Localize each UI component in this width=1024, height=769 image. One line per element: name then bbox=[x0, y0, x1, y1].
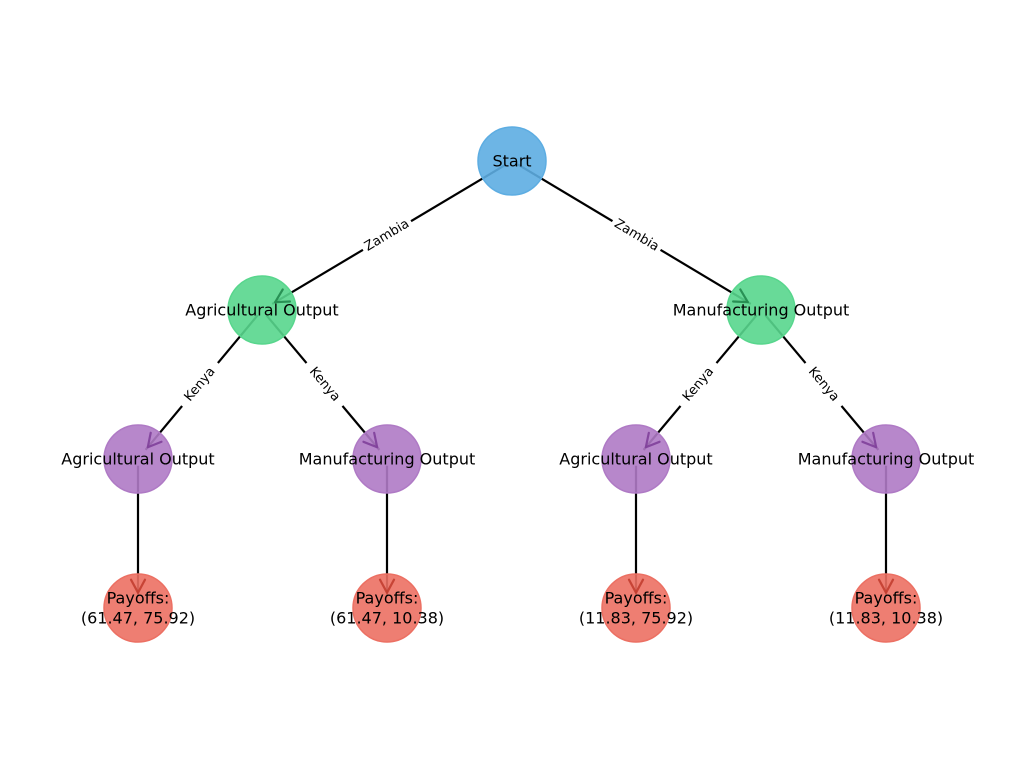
node-label-line2-pay_2: (61.47, 10.38) bbox=[330, 609, 444, 628]
arrow-head bbox=[861, 431, 878, 449]
edge-label-background bbox=[797, 356, 850, 413]
arrow-head bbox=[732, 288, 749, 304]
nodes-layer bbox=[103, 126, 921, 643]
arrow-head bbox=[877, 578, 895, 594]
arrow-head bbox=[129, 578, 147, 594]
arrow-head bbox=[378, 578, 396, 594]
node-label-line1-pay_2: Payoffs: bbox=[356, 589, 419, 608]
node-pay_1 bbox=[103, 573, 173, 643]
edge-label-background bbox=[672, 356, 725, 413]
node-label-k_manu_2: Manufacturing Output bbox=[798, 450, 975, 469]
node-label-line1-pay_1: Payoffs: bbox=[107, 589, 170, 608]
node-label-k_manu_1: Manufacturing Output bbox=[299, 450, 476, 469]
arrow-head bbox=[362, 431, 379, 449]
node-pay_4 bbox=[851, 573, 921, 643]
node-label-start: Start bbox=[492, 152, 531, 171]
edge-label-background bbox=[174, 356, 226, 413]
node-start bbox=[477, 126, 547, 196]
node-k_manu_1 bbox=[352, 424, 422, 494]
node-label-line2-pay_3: (11.83, 75.92) bbox=[579, 609, 693, 628]
edge-label-background bbox=[298, 356, 351, 413]
node-pay_3 bbox=[601, 573, 671, 643]
node-z_manu bbox=[726, 275, 796, 345]
node-label-k_agri_1: Agricultural Output bbox=[61, 450, 214, 469]
node-label-line1-pay_3: Payoffs: bbox=[605, 589, 668, 608]
node-label-z_agri: Agricultural Output bbox=[185, 301, 338, 320]
node-z_agri bbox=[227, 275, 297, 345]
node-label-line2-pay_1: (61.47, 75.92) bbox=[81, 609, 195, 628]
arrow-head bbox=[644, 431, 661, 449]
arrow-head bbox=[146, 431, 163, 449]
node-k_agri_1 bbox=[103, 424, 173, 494]
node-pay_2 bbox=[352, 573, 422, 643]
edge-label-background bbox=[357, 212, 417, 259]
edge-label-background bbox=[607, 212, 666, 259]
arrow-head bbox=[627, 578, 645, 594]
node-label-k_agri_2: Agricultural Output bbox=[559, 450, 712, 469]
node-k_agri_2 bbox=[601, 424, 671, 494]
node-label-line1-pay_4: Payoffs: bbox=[855, 589, 918, 608]
node-label-z_manu: Manufacturing Output bbox=[673, 301, 850, 320]
node-label-line2-pay_4: (11.83, 10.38) bbox=[829, 609, 943, 628]
node-k_manu_2 bbox=[851, 424, 921, 494]
arrow-head bbox=[274, 288, 291, 304]
